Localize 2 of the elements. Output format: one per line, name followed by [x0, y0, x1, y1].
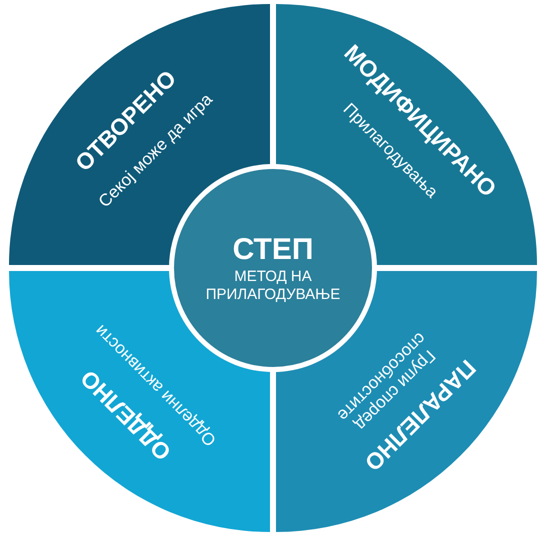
center-subtitle: МЕТОД НА ПРИЛАГОДУВАЊЕ [204, 268, 342, 304]
center-title: СТЕП [232, 232, 314, 268]
